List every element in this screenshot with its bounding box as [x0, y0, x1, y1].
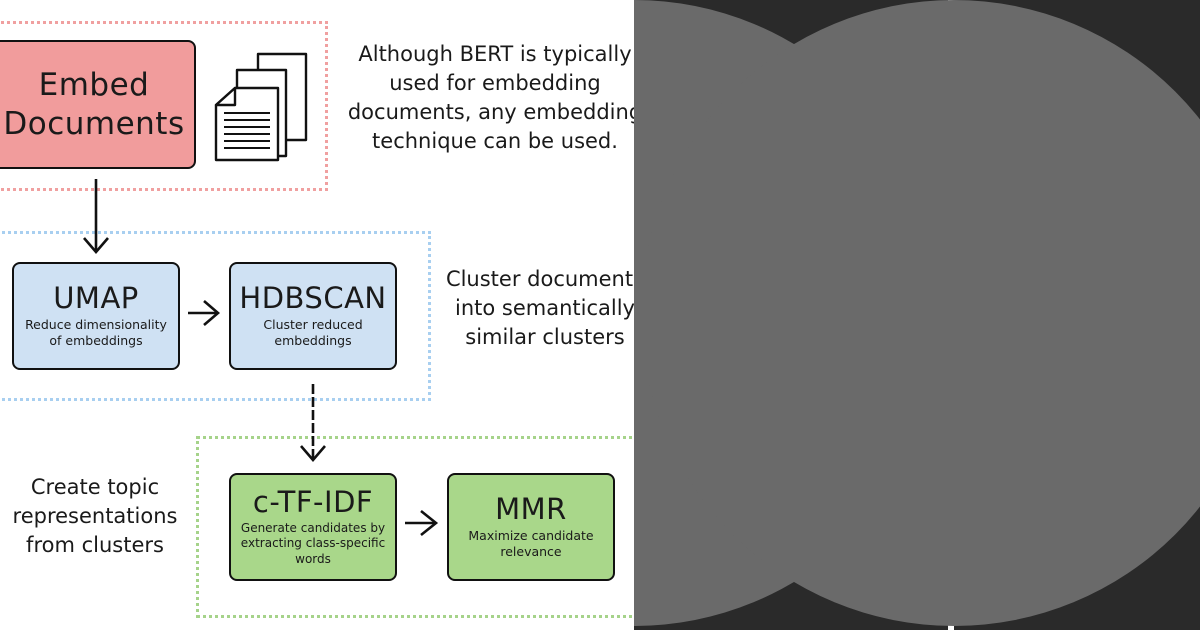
embedding-group-frame — [0, 21, 328, 191]
hdbscan-box: HDBSCAN Cluster reduced embeddings — [229, 262, 397, 370]
embedding-note-line1: Although BERT is typically — [358, 42, 632, 66]
hdbscan-title: HDBSCAN — [239, 280, 387, 315]
ctfidf-desc-line3: words — [295, 551, 331, 566]
arrow-embed-to-umap — [83, 179, 109, 254]
clustering-note: Cluster documents into semantically simi… — [430, 265, 634, 352]
clustering-note-line3: similar clusters — [465, 325, 625, 349]
umap-title: UMAP — [53, 280, 139, 315]
embedding-note: Although BERT is typically used for embe… — [330, 40, 634, 156]
stacked-documents-icon — [214, 52, 308, 162]
hdbscan-desc-line1: Cluster reduced — [263, 316, 363, 332]
ctfidf-desc-line1: Generate candidates by — [240, 520, 386, 535]
representation-note: Create topic representations from cluste… — [5, 473, 185, 560]
ctfidf-description: Generate candidates by extracting class-… — [235, 521, 391, 568]
embedding-note-line3: documents, any embedding — [347, 100, 634, 124]
clustering-group-frame — [0, 231, 431, 401]
representation-note-line1: Create topic — [30, 475, 160, 499]
ctfidf-title: c-TF-IDF — [252, 484, 374, 519]
ctfidf-box: c-TF-IDF Generate candidates by extracti… — [229, 473, 397, 581]
umap-desc-line2: of embeddings — [49, 332, 143, 348]
embed-title-line1: Embed — [38, 66, 150, 103]
half-circles-graphic — [634, 0, 1200, 630]
umap-desc-line1: Reduce dimensionality — [25, 316, 167, 332]
mmr-description: Maximize candidate relevance — [462, 528, 599, 561]
hdbscan-description: Cluster reduced embeddings — [257, 317, 368, 350]
hdbscan-desc-line2: embeddings — [274, 332, 352, 348]
dark-preview-panel — [634, 0, 1200, 630]
representation-note-line2: representations — [12, 504, 178, 528]
embedding-note-line2: used for embedding — [389, 71, 601, 95]
right-half-circle — [641, 0, 1200, 626]
mmr-desc-line2: relevance — [500, 543, 562, 559]
embedding-note-line4: technique can be used. — [372, 129, 618, 153]
arrow-umap-to-hdbscan — [188, 300, 220, 326]
ctfidf-desc-line2: extracting class-specific — [240, 536, 386, 551]
clustering-note-line1: Cluster documents — [445, 267, 634, 291]
representation-group-frame — [196, 436, 634, 618]
mmr-desc-line1: Maximize candidate — [468, 527, 594, 543]
embed-documents-box: Embed Documents — [0, 40, 196, 169]
mmr-title: MMR — [495, 491, 567, 526]
embed-title-line2: Documents — [3, 105, 185, 142]
umap-box: UMAP Reduce dimensionality of embeddings — [12, 262, 180, 370]
clustering-note-line2: into semantically — [455, 296, 634, 320]
connectors-layer — [83, 52, 439, 537]
arrow-ctfidf-to-mmr — [405, 509, 439, 537]
representation-note-line3: from clusters — [26, 533, 164, 557]
mmr-box: MMR Maximize candidate relevance — [447, 473, 615, 581]
diagram-panel: Embed Documents UMAP Reduce dimensionali… — [0, 21, 634, 618]
arrow-hdbscan-to-ctfidf — [300, 384, 326, 462]
umap-description: Reduce dimensionality of embeddings — [19, 317, 173, 350]
